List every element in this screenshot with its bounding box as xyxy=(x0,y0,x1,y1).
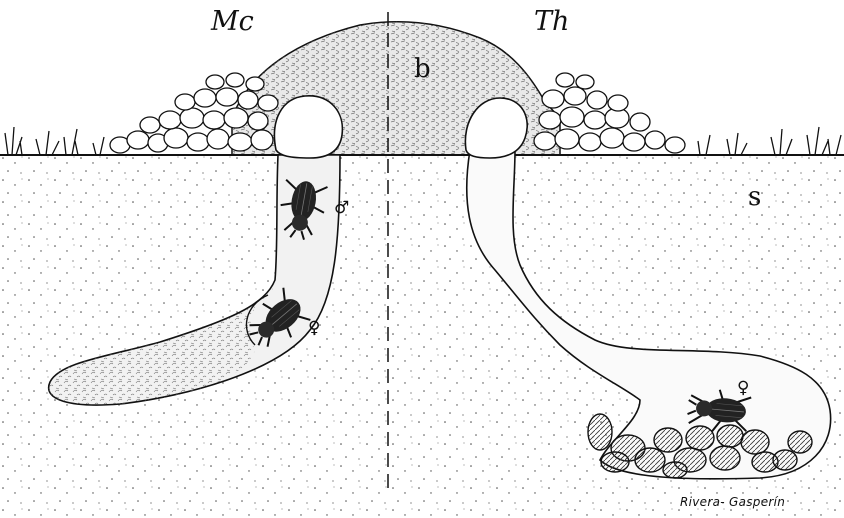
male-symbol: ♂ xyxy=(334,198,349,218)
label-species-left: Mc xyxy=(211,6,254,37)
burrow-left-entrance xyxy=(274,96,342,158)
artist-signature: Rivera- Gasperín xyxy=(680,495,785,509)
soil-clods-left xyxy=(110,73,278,153)
female-symbol-right: ♀ xyxy=(737,378,749,398)
label-species-right: Th xyxy=(534,6,569,37)
label-soil: s xyxy=(748,182,761,212)
label-mound: b xyxy=(414,54,431,84)
female-symbol-left: ♀ xyxy=(308,318,320,338)
soil-clods-right xyxy=(534,73,685,153)
